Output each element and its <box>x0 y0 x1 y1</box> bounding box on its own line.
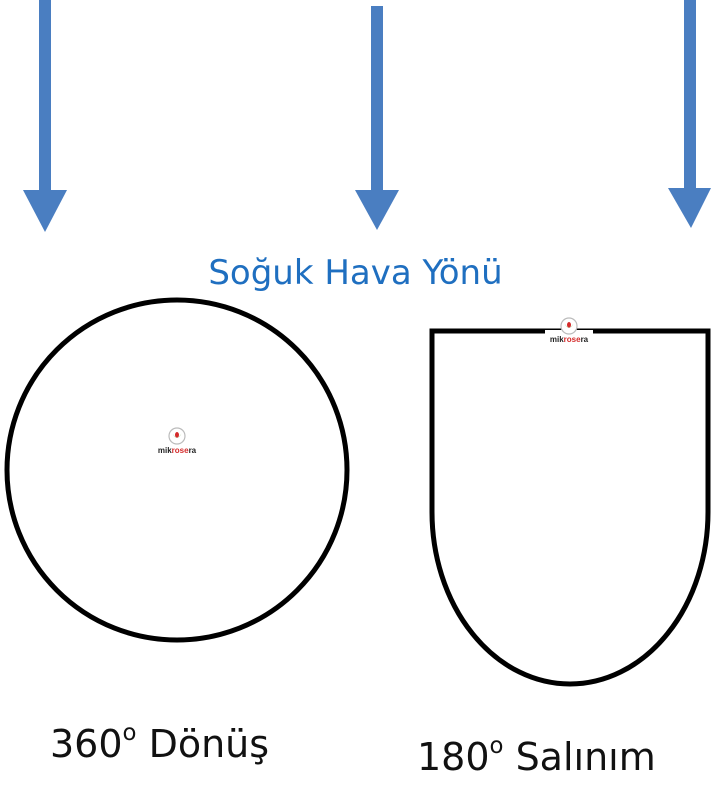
logo-text: mikrosera <box>158 446 197 455</box>
logo-text: mikrosera <box>550 335 589 344</box>
oscillation-180-number: 180 <box>417 735 490 779</box>
cold-air-arrow-middle <box>355 6 399 230</box>
cold-air-arrow-right <box>668 0 711 228</box>
rotation-360-text: Dönüş <box>136 722 270 766</box>
cold-air-direction-title: Soğuk Hava Yönü <box>208 253 503 293</box>
rotation-360-circle <box>4 297 350 643</box>
logo-circle: mikrosera <box>158 427 197 455</box>
degree-symbol: o <box>122 719 137 746</box>
oscillation-180-label: 180o Salınım <box>417 735 656 779</box>
cold-air-arrow-left <box>23 0 67 232</box>
oscillation-180-shape <box>429 328 711 687</box>
logo-flower-icon <box>560 317 578 335</box>
logo-flower-icon <box>168 427 186 445</box>
oscillation-180-text: Salınım <box>503 735 656 779</box>
logo-oscillation: mikrosera <box>545 317 593 344</box>
degree-symbol: o <box>489 732 504 759</box>
rotation-360-number: 360 <box>50 722 123 766</box>
rotation-360-label: 360o Dönüş <box>50 722 269 766</box>
